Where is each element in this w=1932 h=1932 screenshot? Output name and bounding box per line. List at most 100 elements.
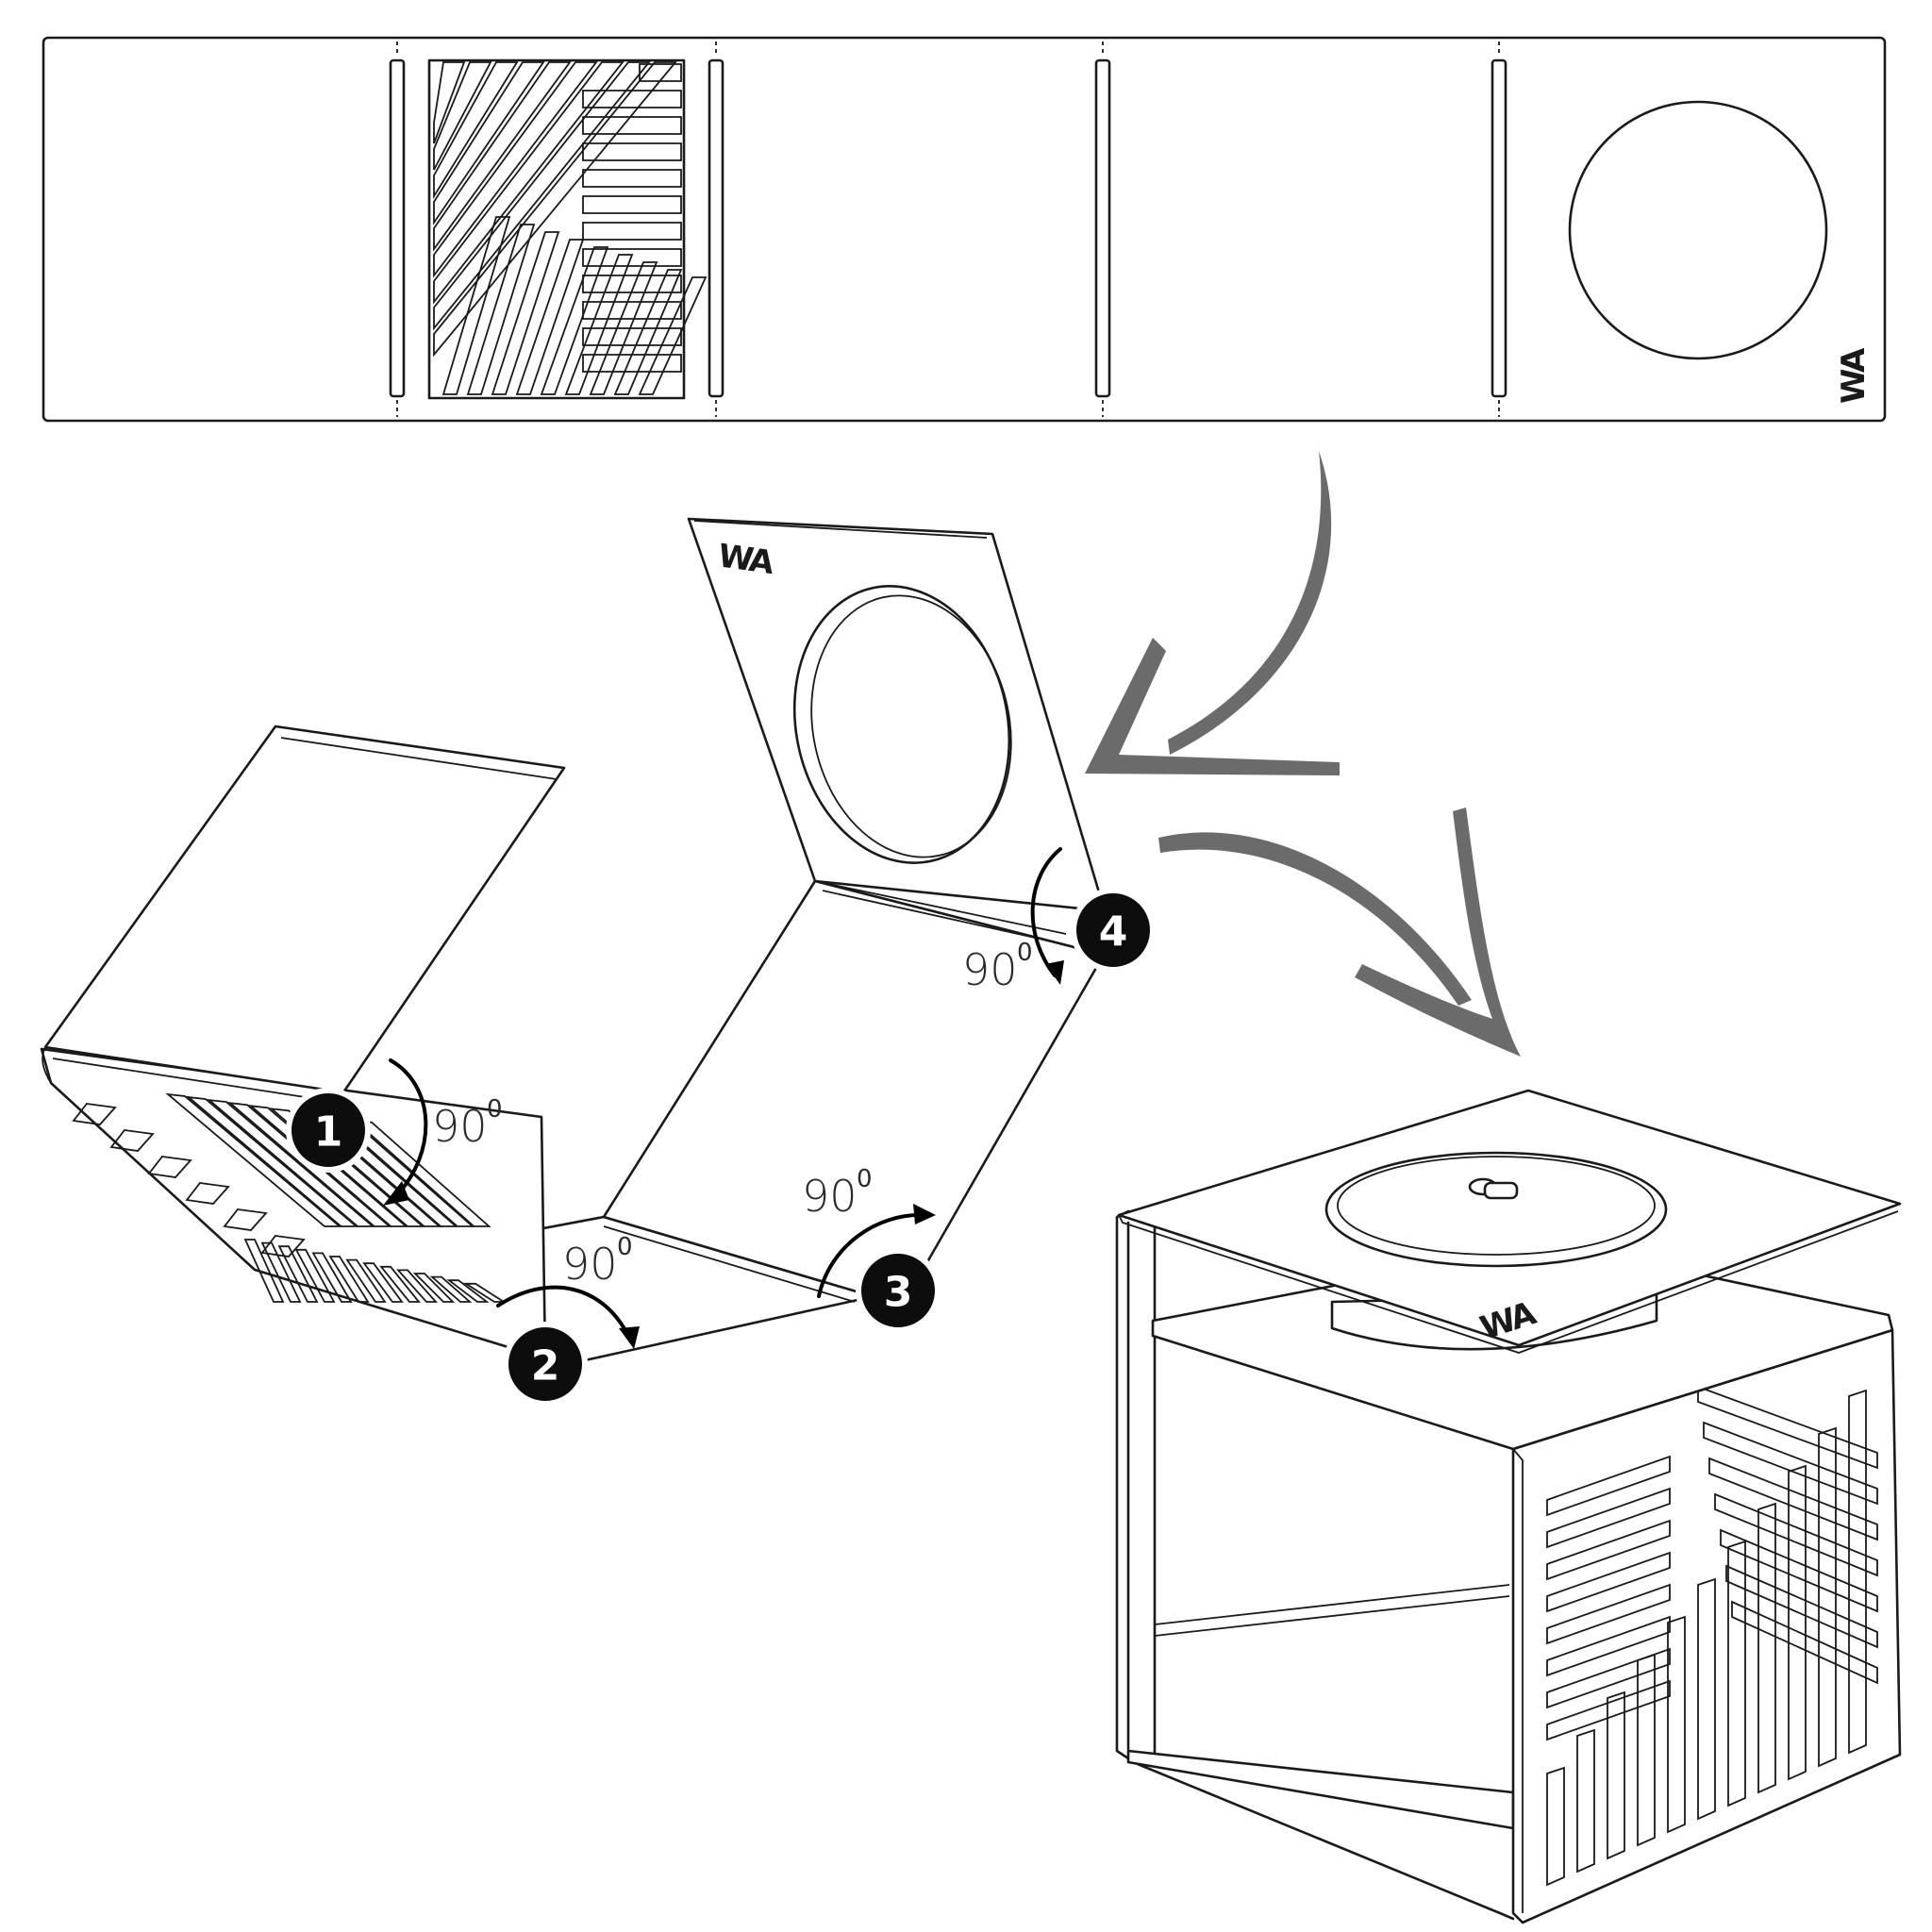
slot-cutout [362, 1262, 404, 1303]
slot-cutout [433, 61, 519, 200]
slot-cutout [613, 269, 683, 395]
slot-cutout [223, 1208, 268, 1231]
slot-cutout [1788, 1464, 1807, 1781]
slot-cutout [412, 1273, 456, 1303]
slot-cutout [433, 61, 677, 358]
svg-text:0: 0 [1017, 939, 1033, 967]
slot-cutout [582, 142, 682, 161]
slot-cutout [441, 216, 511, 395]
logo-mark-flat: WA [1835, 347, 1873, 404]
turntable-top [1324, 1151, 1668, 1268]
slot-cutout [395, 1269, 439, 1303]
flow-arrow-to-cube [1158, 808, 1521, 1057]
slot-cutout [1720, 1528, 1878, 1613]
folding-assembly: WA [40, 517, 1106, 1362]
slot-cutout [1546, 1551, 1671, 1613]
slot-cutout [433, 61, 572, 252]
slot-cutout [1546, 1647, 1671, 1709]
slot-cutout [433, 61, 625, 305]
slot-cutout [186, 1095, 359, 1227]
slot-cutout [589, 261, 658, 395]
slot-cutout [1546, 1455, 1671, 1517]
logo-text: WA [1835, 347, 1873, 404]
svg-text:0: 0 [487, 1095, 503, 1124]
svg-text:90: 90 [802, 1171, 858, 1222]
slot-cutout [582, 327, 682, 346]
slot-cutout [1667, 1615, 1686, 1834]
fold-slots [389, 42, 1507, 417]
slot-cutout [1757, 1502, 1776, 1794]
svg-text:90: 90 [432, 1101, 488, 1152]
slot-cutout [147, 1156, 192, 1178]
slot-cutout [582, 275, 682, 293]
slot-cutout [1546, 1766, 1565, 1887]
angle-label-3: 90 0 [802, 1165, 873, 1222]
slot-cutout [582, 116, 682, 135]
slot-cutout [639, 63, 682, 82]
cube-bottom [1126, 1749, 1515, 1830]
slot-cutout [1546, 1583, 1671, 1645]
slot-cutout [1818, 1426, 1837, 1768]
slot-cutout [1546, 1679, 1671, 1741]
slot-cutout [207, 1098, 375, 1227]
slot-cutout [109, 1129, 155, 1152]
cube-left-side [1115, 1209, 1157, 1760]
step-number: 3 [884, 1269, 913, 1317]
left-back-panel [43, 724, 566, 1094]
slot-cutout [429, 1275, 473, 1303]
slot-cutout [1546, 1615, 1671, 1677]
slot-cutout [277, 1245, 319, 1303]
slot-cutout [1731, 1600, 1878, 1685]
slot-cutout [1697, 1385, 1878, 1470]
svg-text:0: 0 [617, 1233, 633, 1261]
slot-cutout [466, 224, 536, 395]
slot-cutout [1576, 1728, 1595, 1874]
assembled-cube: WA [1115, 1089, 1902, 1924]
angle-label-2: 90 0 [562, 1233, 633, 1290]
step-number: 4 [1099, 908, 1128, 957]
slot-cutout [433, 61, 651, 331]
slot-cutout [260, 1241, 302, 1303]
step-badge-2: 2 [503, 1322, 588, 1407]
angle-label-1: 90 0 [432, 1095, 503, 1152]
slot-cutout [564, 254, 634, 395]
slot-cutout [540, 246, 609, 395]
step-badge-4: 4 [1071, 888, 1156, 973]
angle-label-4: 90 0 [962, 939, 1033, 995]
slot-cutout [582, 90, 682, 108]
slot-cutout [433, 61, 492, 171]
slot-cutout [433, 61, 545, 225]
slot-cutout [1725, 1564, 1878, 1649]
slot-cutout [311, 1252, 353, 1303]
slot-cutout [165, 1092, 342, 1227]
slot-cutout [345, 1258, 387, 1303]
turntable-knob [1468, 1177, 1519, 1200]
step-badge-1: 1 [286, 1088, 371, 1173]
flat-sheet: WA [42, 36, 1887, 423]
left-pattern-panel [40, 1047, 547, 1360]
svg-text:90: 90 [962, 944, 1018, 995]
slot-cutout [260, 1235, 306, 1257]
slot-cutout [1714, 1492, 1878, 1577]
slot-cutout [328, 1256, 370, 1303]
slot-cutout [1546, 1487, 1671, 1549]
slot-cutout [269, 1108, 425, 1227]
slot-cutout [294, 1248, 336, 1303]
slot-cutout [227, 1102, 392, 1227]
slot-cutout [243, 1239, 285, 1303]
slot-cutout [1703, 1421, 1878, 1506]
flow-arrow-to-fold [1085, 451, 1340, 775]
slot-cutout [1708, 1457, 1878, 1541]
slot-cutout [1607, 1690, 1625, 1860]
slot-cutout [446, 1279, 490, 1303]
pattern-panel [427, 58, 708, 400]
fold-arrows [383, 847, 1064, 1349]
slot-cutout [582, 169, 682, 188]
slot-cutout [582, 195, 682, 214]
slot-cutout [491, 231, 560, 395]
slot-cutout [1546, 1519, 1671, 1581]
slot-cutout [248, 1105, 408, 1227]
step-number: 1 [314, 1108, 343, 1157]
slot-cutout [1727, 1540, 1746, 1807]
